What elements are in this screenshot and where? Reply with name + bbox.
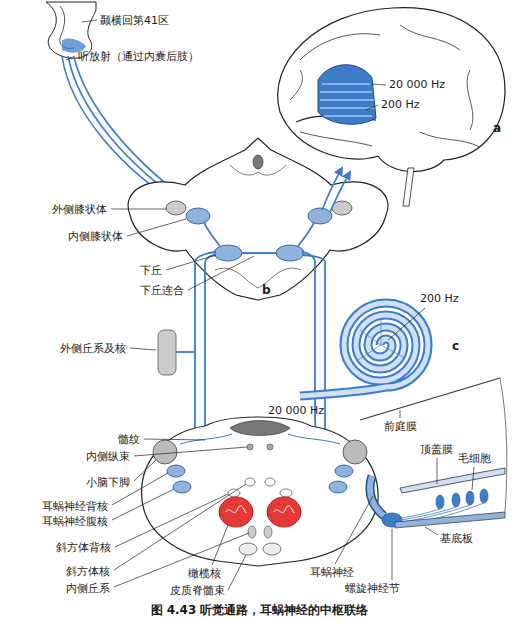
fourth-ventricle bbox=[230, 421, 290, 436]
lateral-geniculate bbox=[332, 201, 352, 215]
colliculus-curve bbox=[230, 165, 286, 175]
tectorial-membrane bbox=[400, 468, 505, 493]
figure-caption: 图 4.43 听觉通路，耳蜗神经的中枢联络 bbox=[0, 603, 519, 617]
structure-label: 内侧丘系 bbox=[66, 582, 110, 595]
frequency-label: 20 000 Hz bbox=[388, 78, 446, 91]
cochlea-spiral-core bbox=[300, 303, 428, 396]
trapezoid-nucleus bbox=[245, 478, 255, 486]
structure-label: 小脑下脚 bbox=[86, 476, 130, 489]
auditory-radiation bbox=[322, 168, 350, 212]
superior-olive bbox=[228, 489, 240, 497]
structure-label: 外侧丘系及核 bbox=[60, 342, 126, 355]
structure-label: 下丘 bbox=[140, 264, 162, 277]
heschl-gyrus bbox=[318, 65, 376, 125]
cerebral-aqueduct bbox=[253, 155, 263, 169]
structure-label: 橄榄核 bbox=[188, 567, 221, 580]
hair-cells bbox=[436, 489, 488, 509]
peduncle-curve bbox=[215, 268, 301, 288]
structure-label: 耳蜗神经 bbox=[310, 566, 354, 579]
panel-letter: a bbox=[493, 122, 501, 135]
structure-label: 髓纹 bbox=[118, 433, 140, 446]
structure-label: 斜方体背核 bbox=[56, 541, 111, 554]
dorsal-cochlear-nucleus bbox=[167, 465, 185, 477]
ventral-cochlear-nucleus bbox=[173, 481, 191, 493]
lateral-lemniscus-nucleus bbox=[158, 330, 176, 375]
structure-label: 基底板 bbox=[440, 532, 473, 545]
lateral-geniculate bbox=[166, 201, 186, 215]
medial-geniculate bbox=[186, 208, 210, 224]
structure-label: 外侧膝状体 bbox=[52, 203, 107, 216]
structure-label: 下丘连合 bbox=[140, 284, 184, 297]
medial-lemniscus bbox=[264, 526, 272, 538]
tract-label: 听放射（通过内囊后肢） bbox=[78, 50, 199, 63]
brain-outline bbox=[278, 8, 505, 172]
brain-gyri bbox=[290, 25, 480, 147]
medulla-outline bbox=[142, 417, 378, 566]
cortex-fragment bbox=[46, 2, 96, 58]
trapezoid-nucleus bbox=[265, 478, 275, 486]
structure-label: 皮质脊髓束 bbox=[170, 584, 225, 597]
structure-label: 顶盖膜 bbox=[420, 443, 453, 456]
structure-label: 前庭膜 bbox=[384, 420, 417, 433]
leader-line bbox=[366, 105, 378, 110]
structure-label: 斜方体核 bbox=[66, 565, 110, 578]
inferior-cerebellar-peduncle bbox=[343, 440, 367, 464]
structure-label: 耳蜗神经腹核 bbox=[42, 515, 108, 528]
superior-olive bbox=[280, 489, 292, 497]
mlf bbox=[247, 444, 253, 450]
vestibular-membrane bbox=[360, 378, 500, 420]
olive-folds bbox=[226, 506, 294, 513]
medial-geniculate bbox=[308, 208, 332, 224]
frequency-label: 20 000 Hz bbox=[268, 404, 324, 417]
midbrain-outline bbox=[128, 138, 388, 300]
leader-line bbox=[66, 20, 474, 590]
cochlea-fibers bbox=[358, 318, 405, 360]
inferior-colliculus bbox=[214, 245, 242, 261]
panel-letter: c bbox=[452, 340, 459, 353]
inferior-cerebellar-peduncle bbox=[153, 440, 177, 464]
structure-label: 内侧纵束 bbox=[86, 450, 130, 463]
pyramid bbox=[263, 543, 281, 555]
region-label: 颞横回第41区 bbox=[100, 14, 169, 27]
cochlear-nerve bbox=[370, 476, 384, 516]
cochlear-nerve-core bbox=[370, 476, 384, 516]
tonotopic-stripes bbox=[320, 84, 374, 116]
dorsal-cochlear-nucleus bbox=[335, 465, 353, 477]
medial-lemniscus bbox=[248, 526, 256, 538]
cochlea-spiral bbox=[300, 303, 428, 396]
structure-label: 内侧膝状体 bbox=[68, 230, 123, 243]
structure-label: 耳蜗神经背核 bbox=[42, 500, 108, 513]
cochlear-duct-wall bbox=[500, 378, 507, 512]
structure-label: 螺旋神经节 bbox=[345, 582, 400, 595]
leader-line bbox=[372, 84, 386, 85]
pyramid bbox=[239, 543, 257, 555]
frequency-label: 200 Hz bbox=[380, 98, 421, 111]
ventral-cochlear-nucleus bbox=[329, 481, 347, 493]
inferior-colliculus bbox=[276, 245, 304, 261]
striae-medullares bbox=[180, 434, 340, 444]
mlf bbox=[267, 444, 273, 450]
frequency-label: 200 Hz bbox=[420, 292, 459, 305]
panel-letter: b bbox=[262, 284, 271, 297]
structure-label: 毛细胞 bbox=[458, 452, 491, 465]
brainstem-stalk bbox=[403, 168, 414, 206]
basilar-membrane bbox=[395, 512, 505, 528]
